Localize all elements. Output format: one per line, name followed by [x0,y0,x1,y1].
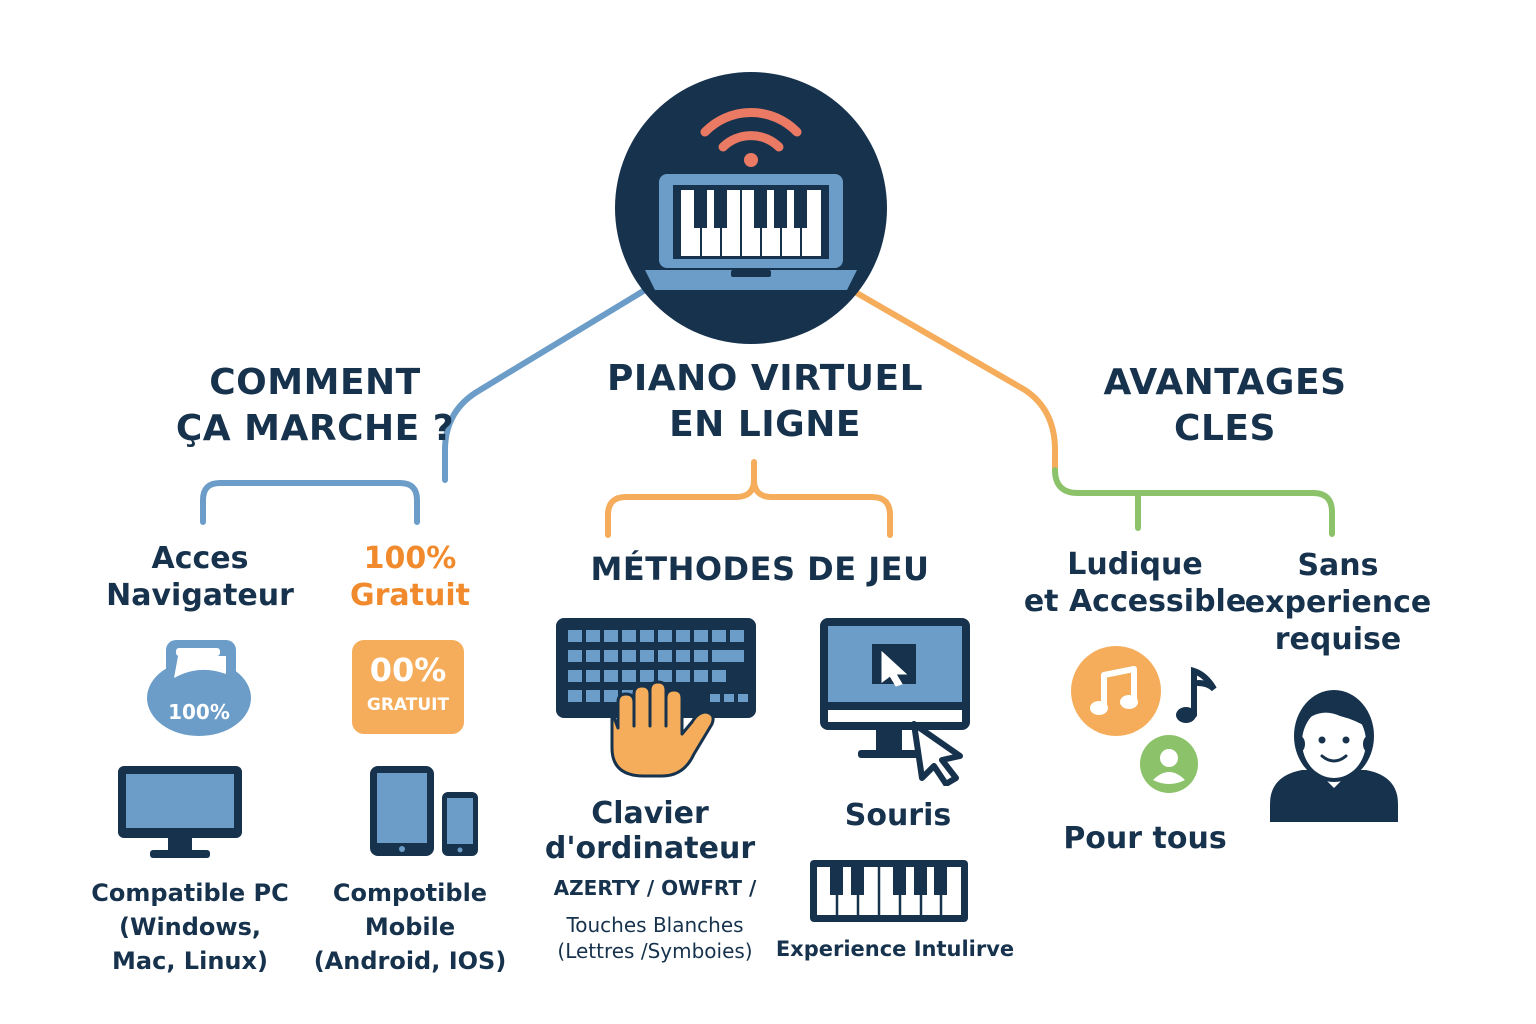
free-badge-line1: 00% [369,651,447,689]
center-icon [615,72,887,344]
left-title-line1: COMMENT [209,362,421,403]
pc-text-line1: Compatible PC [91,879,289,907]
free-label-line1: 100% [363,541,457,576]
fun-label-line2: et Accessible [1023,584,1247,619]
noexp-label-line3: requise [1274,622,1402,657]
free-badge-icon: 00% GRATUIT [352,640,464,734]
person-icon [1268,676,1400,822]
keyboard-label-line2: d'ordinateur [544,831,756,866]
browser-badge-icon: 100% [146,638,252,738]
mobile-text-line2: Mobile [364,913,456,941]
left-title-line2: ÇA MARCHE ? [175,408,455,449]
monitor-cursor-icon [818,616,972,787]
access-label: Acces Navigateur [80,540,320,614]
connector-right [852,289,1058,473]
keyboard-hand-icon [554,616,758,782]
pc-text-line2: (Windows, [119,913,261,941]
fun-label-line1: Ludique [1067,547,1203,582]
center-title: PIANO VIRTUEL EN LIGNE [580,356,950,448]
access-label-line1: Acces [151,541,249,576]
mobile-text-line1: Compotible [332,879,488,907]
bracket-middle [605,459,893,538]
methods-title: MÉTHODES DE JEU [590,550,930,588]
mobile-text-line3: (Android, IOS) [313,947,507,975]
everyone-label: Pour tous [1063,821,1227,856]
pc-text-line3: Mac, Linux) [112,947,268,975]
laptop-piano-wifi-icon [615,72,887,344]
center-title-line2: EN LIGNE [669,404,861,445]
mobile-text: Compotible Mobile (Android, IOS) [300,876,520,978]
tablet-phone-icon [368,764,480,858]
mouse-sub: Experience Intulirve [775,937,1015,961]
free-label-line2: Gratuit [350,578,470,613]
noexp-label: Sans experience requise [1240,547,1436,658]
noexp-label-line2: experience [1244,585,1432,620]
bracket-left [200,480,420,525]
free-badge-line2: GRATUIT [366,695,450,715]
piano-keys-icon [808,858,970,924]
keyboard-label-line1: Clavier [591,796,709,831]
bracket-right [1052,467,1335,537]
music-note-icon [1070,645,1222,795]
free-label: 100% Gratuit [310,540,510,614]
browser-badge-text: 100% [168,700,230,724]
keyboard-sub2: Touches Blanches [566,913,744,937]
keyboard-sub-block: Touches Blanches (Lettres /Symboies) [520,912,790,964]
keyboard-sub1: AZERTY / OWFRT / [553,876,757,900]
left-title: COMMENT ÇA MARCHE ? [160,360,470,452]
noexp-label-line1: Sans [1297,548,1379,583]
keyboard-label: Clavier d'ordinateur [530,796,770,866]
keyboard-sub3: (Lettres /Symboies) [557,939,753,963]
monitor-icon [116,764,244,862]
center-title-line1: PIANO VIRTUEL [606,358,924,399]
right-title-line1: AVANTAGES [1103,362,1347,403]
pc-text: Compatible PC (Windows, Mac, Linux) [60,876,320,978]
mouse-label: Souris [844,798,952,833]
fun-label: Ludique et Accessible [1020,546,1250,620]
right-title: AVANTAGES CLES [1075,360,1375,452]
connector-left [442,287,648,483]
right-title-line2: CLES [1174,408,1276,449]
user-circle-icon [1139,734,1199,794]
access-label-line2: Navigateur [106,578,294,613]
